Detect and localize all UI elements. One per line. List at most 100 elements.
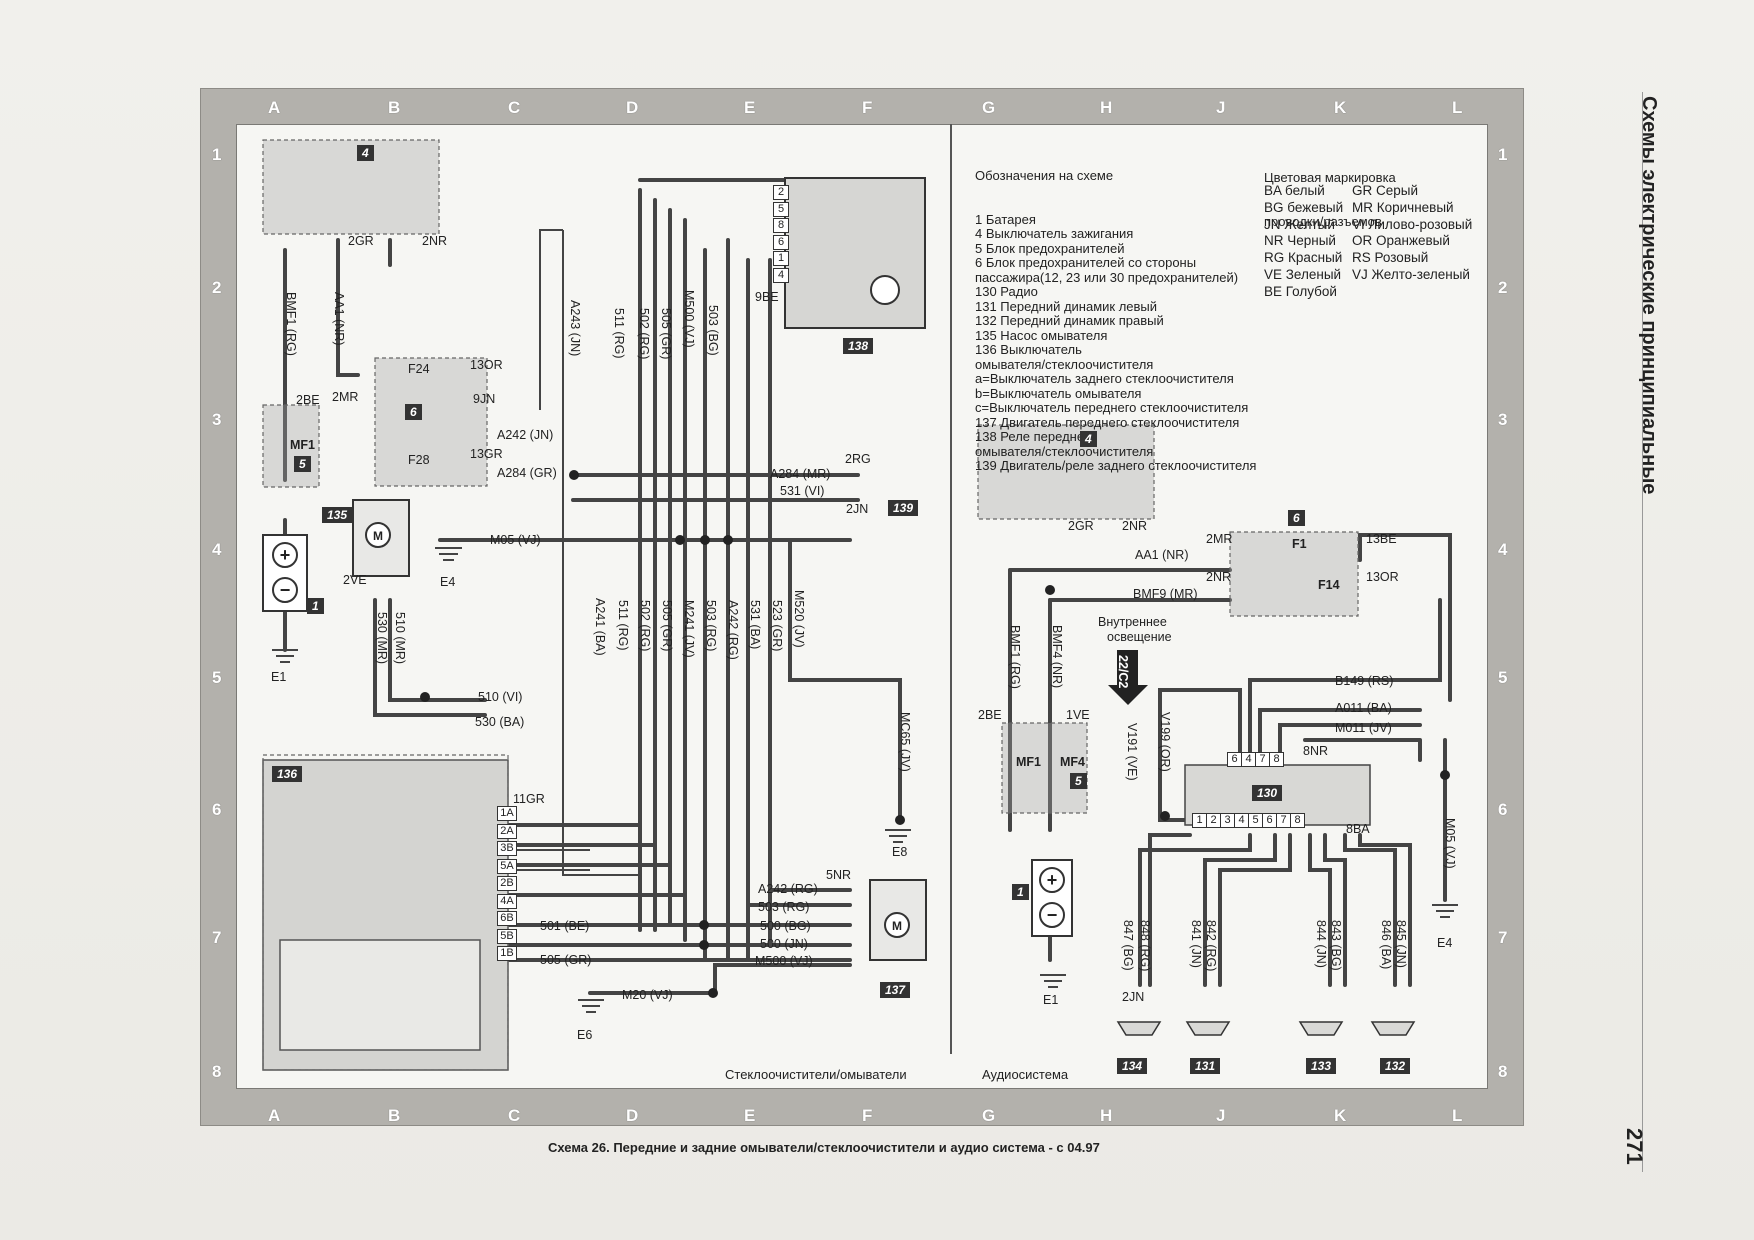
grid-row-6: 6 bbox=[1498, 800, 1508, 819]
grid-col-j: J bbox=[1216, 1106, 1226, 1125]
wire-m05-vj-audio: M05 (VJ) bbox=[1443, 818, 1457, 869]
color-legend: Цветовая маркировка проводки/разъемов bbox=[1264, 142, 1396, 258]
grid-row-8: 8 bbox=[1498, 1062, 1508, 1081]
section-audio: Аудиосистема bbox=[982, 1067, 1069, 1082]
pin-5: 5 bbox=[773, 201, 789, 217]
label-510-vi: 510 (VI) bbox=[478, 690, 523, 704]
color-code: RS Розовый bbox=[1352, 250, 1429, 266]
svg-text:+: + bbox=[280, 545, 291, 565]
label-e1-audio: E1 bbox=[1043, 993, 1059, 1007]
label-bmf9-mr: BMF9 (MR) bbox=[1133, 587, 1198, 601]
color-legend-title-1: Цветовая маркировка bbox=[1264, 170, 1396, 185]
component-131: 131 bbox=[1190, 1058, 1221, 1074]
component-137: 137 bbox=[880, 982, 911, 998]
label-f1: F1 bbox=[1292, 537, 1307, 551]
label-f14: F14 bbox=[1318, 578, 1340, 592]
color-code: VJ Желто-зеленый bbox=[1352, 266, 1470, 282]
wire-502-rg: 502 (RG) bbox=[637, 308, 651, 360]
svg-text:−: − bbox=[280, 580, 291, 600]
component-4-audio: 4 bbox=[1080, 431, 1097, 447]
wire-502-rg-lower: 502 (RG) bbox=[638, 600, 652, 652]
component-136: 136 bbox=[272, 766, 303, 782]
color-code: BE Голубой bbox=[1264, 283, 1337, 299]
wire-845-jn: 845 (JN) bbox=[1394, 920, 1408, 968]
wire-511-rg: 511 (RG) bbox=[612, 308, 626, 359]
legend-item: 5 Блок предохранителей bbox=[975, 240, 1125, 256]
legend-item: 131 Передний динамик левый bbox=[975, 298, 1158, 314]
wire-848-rg: 848 (RG) bbox=[1138, 920, 1152, 972]
grid-col-f: F bbox=[862, 98, 873, 117]
label-503-rg: 503 (RG) bbox=[758, 900, 810, 914]
wire-a243-jn: A243 (JN) bbox=[568, 300, 582, 357]
figure-caption: Схема 26. Передние и задние омыватели/ст… bbox=[548, 1140, 1100, 1155]
svg-text:M: M bbox=[892, 919, 902, 933]
label-m20-vj: M20 (VJ) bbox=[622, 988, 673, 1002]
pin-8: 8 bbox=[1269, 752, 1284, 767]
grid-col-l: L bbox=[1452, 98, 1463, 117]
legend-item: 138 Реле переднего bbox=[975, 429, 1096, 444]
label-5nr: 5NR bbox=[826, 868, 852, 882]
component-138: 138 bbox=[843, 338, 874, 354]
label-f28: F28 bbox=[408, 453, 430, 467]
label-a242-jn: A242 (JN) bbox=[497, 428, 554, 442]
grid-col-c: C bbox=[508, 1106, 521, 1125]
label-1ve: 1VE bbox=[1066, 708, 1090, 722]
pin-4: 4 bbox=[1241, 752, 1256, 767]
page-rule bbox=[1642, 92, 1643, 1172]
wire-a242-rg: A242 (RG) bbox=[726, 600, 740, 660]
pin-5b: 5B bbox=[497, 928, 517, 944]
label-2be: 2BE bbox=[296, 393, 320, 407]
pin-5a: 5A bbox=[497, 858, 517, 874]
wire-503-bg: 503 (BG) bbox=[706, 305, 720, 356]
pin-4: 4 bbox=[1234, 813, 1249, 828]
color-code: RG Красный bbox=[1264, 250, 1343, 266]
component-1-audio: 1 bbox=[1012, 884, 1029, 900]
wire-511-rg-lower: 511 (RG) bbox=[616, 600, 630, 651]
legend-item: 137 Двигатель переднего стеклоочистителя bbox=[975, 414, 1240, 430]
label-e4-audio: E4 bbox=[1437, 936, 1453, 950]
color-code: JN Желтый bbox=[1264, 216, 1335, 232]
legend-item: а=Выключатель заднего стеклоочистителя bbox=[975, 371, 1234, 386]
wire-v191-ve: V191 (VE) bbox=[1125, 723, 1139, 781]
wire-503-rg-lower: 503 (RG) bbox=[704, 600, 718, 652]
component-6-audio: 6 bbox=[1288, 510, 1305, 526]
grid-col-g: G bbox=[982, 1106, 996, 1125]
color-code: OR Оранжевый bbox=[1352, 233, 1450, 249]
label-mf4: MF4 bbox=[1060, 755, 1085, 769]
color-code: NR Черный bbox=[1264, 233, 1336, 249]
wire-m241-jv: M241 (JV) bbox=[682, 600, 696, 658]
legend-item: 6 Блок предохранителей со стороны bbox=[975, 255, 1197, 270]
label-internal-light-2: освещение bbox=[1107, 630, 1172, 644]
component-133: 133 bbox=[1306, 1058, 1337, 1074]
label-2jn-audio: 2JN bbox=[1122, 990, 1145, 1004]
pin-1: 1 bbox=[1192, 813, 1207, 828]
component-135: 135 bbox=[322, 507, 353, 523]
pin-2: 2 bbox=[1206, 813, 1221, 828]
color-code: GR Серый bbox=[1352, 183, 1419, 198]
label-e1: E1 bbox=[271, 670, 287, 684]
label-8nr: 8NR bbox=[1303, 744, 1329, 758]
wire-505-gr: 505 (GR) bbox=[659, 308, 673, 360]
pin-6: 6 bbox=[1262, 813, 1277, 828]
legend-item: пассажира(12, 23 или 30 предохранителей) bbox=[975, 269, 1239, 285]
wire-bmf4-nr: BMF4 (NR) bbox=[1050, 625, 1064, 689]
color-code: BG бежевый bbox=[1264, 199, 1344, 215]
label-2jn: 2JN bbox=[846, 502, 869, 516]
label-mf1-audio: MF1 bbox=[1016, 755, 1041, 769]
component-5-audio: 5 bbox=[1070, 773, 1087, 789]
grid-row-5: 5 bbox=[1498, 668, 1508, 687]
component-1: 1 bbox=[307, 598, 324, 614]
label-2nr-audio: 2NR bbox=[1206, 570, 1232, 584]
grid-row-8: 8 bbox=[212, 1062, 222, 1081]
wire-846-ba: 846 (BA) bbox=[1379, 920, 1393, 970]
label-internal-light-1: Внутреннее bbox=[1098, 615, 1167, 629]
grid-col-b: B bbox=[388, 1106, 401, 1125]
wire-847-bg: 847 (BG) bbox=[1121, 920, 1135, 971]
grid-row-1: 1 bbox=[212, 145, 222, 164]
label-b149-rs: B149 (RS) bbox=[1335, 674, 1394, 688]
wire-844-jn: 844 (JN) bbox=[1314, 920, 1328, 968]
grid-row-7: 7 bbox=[212, 928, 222, 947]
label-2nr: 2NR bbox=[422, 234, 448, 248]
